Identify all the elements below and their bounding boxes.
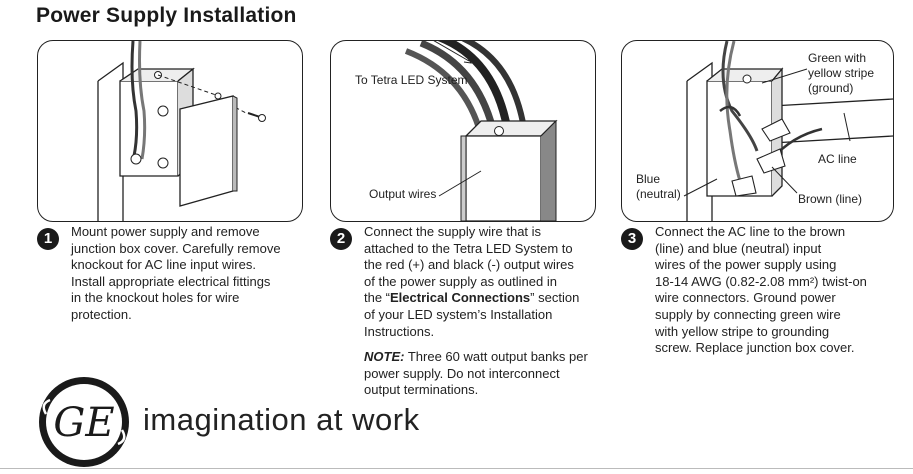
step-1-number: 1 — [37, 228, 59, 250]
label-green-ground: Green with yellow stripe (ground) — [808, 51, 874, 96]
step-3-line: Connect the AC line to the brown — [655, 224, 846, 239]
step-1-line: junction box cover. Carefully remove — [71, 240, 281, 256]
step-3-line: 18-14 AWG (0.82-2.08 mm²) twist-on — [655, 273, 867, 289]
note-line: output terminations. — [364, 382, 479, 398]
electrical-connections-ref: Electrical Connections — [390, 290, 531, 306]
step-2-number: 2 — [330, 228, 352, 250]
step-1-line: in the knockout holes for wire — [71, 290, 240, 306]
junction-box-drawing — [97, 41, 266, 221]
step-1-line: Mount power supply and remove — [71, 224, 260, 239]
label-blue-line2: (neutral) — [636, 187, 681, 201]
step-2-line: Connect the supply wire that is — [364, 224, 542, 239]
step-2-line: Instructions. — [364, 323, 435, 339]
step-3-line: supply by connecting green wire — [655, 306, 841, 322]
label-ac-line: AC line — [818, 152, 857, 166]
note-line: Three 60 watt output banks per — [407, 349, 588, 364]
step-1-line: Install appropriate electrical fittings — [71, 273, 271, 289]
page-title: Power Supply Installation — [36, 4, 297, 27]
label-green-line1: Green with — [808, 51, 867, 65]
brand-tagline: imagination at work — [143, 402, 420, 437]
step-3-line: screw. Replace junction box cover. — [655, 340, 855, 356]
label-green-line3: (ground) — [808, 81, 854, 95]
step-2-line: the red (+) and black (-) output wires — [364, 257, 574, 273]
step-1-text: Mount power supply and remove junction b… — [71, 224, 281, 324]
step-2-note: NOTE: Three 60 watt output banks per pow… — [364, 349, 588, 399]
illustration-mount-power-supply — [37, 40, 303, 222]
step-1-line: knockout for AC line input wires. — [71, 257, 256, 273]
note-line: power supply. Do not interconnect — [364, 365, 560, 381]
label-brown-line: Brown (line) — [798, 192, 863, 206]
step-3-line: wires of the power supply using — [655, 257, 837, 273]
ge-logo-letters: GE — [53, 400, 114, 446]
step-2-text: Connect the supply wire that is attached… — [364, 224, 579, 340]
output-wires-drawing — [404, 41, 558, 221]
ge-logo: GE — [39, 377, 129, 467]
label-blue-neutral: Blue (neutral) — [636, 172, 681, 202]
label-green-line2: yellow stripe — [808, 66, 875, 80]
step-3-line: (line) and blue (neutral) input — [655, 240, 822, 256]
step-2-line: attached to the Tetra LED System to — [364, 240, 573, 256]
step-3-text: Connect the AC line to the brown (line) … — [655, 224, 867, 357]
label-blue-line1: Blue — [636, 172, 661, 186]
label-output-wires: Output wires — [369, 187, 437, 201]
note-label: NOTE: — [364, 349, 405, 364]
bottom-divider — [0, 468, 913, 469]
step-3-line: wire connectors. Ground power — [655, 290, 836, 306]
step-2-line-electrical-connections: the “Electrical Connections” section — [364, 290, 580, 306]
label-to-tetra: To Tetra LED System — [355, 73, 468, 87]
step-2-line: of the power supply as outlined in — [364, 273, 557, 289]
step-3-number: 3 — [621, 228, 643, 250]
step-3-line: with yellow stripe to grounding — [655, 323, 830, 339]
step-2-line: of your LED system’s Installation — [364, 306, 553, 322]
illustration-connect-ac-line: Green with yellow stripe (ground) AC lin… — [621, 40, 894, 222]
step-1-line: protection. — [71, 306, 132, 322]
ac-line-drawing — [683, 41, 893, 221]
illustration-connect-output-wires: To Tetra LED System Output wires — [330, 40, 596, 222]
